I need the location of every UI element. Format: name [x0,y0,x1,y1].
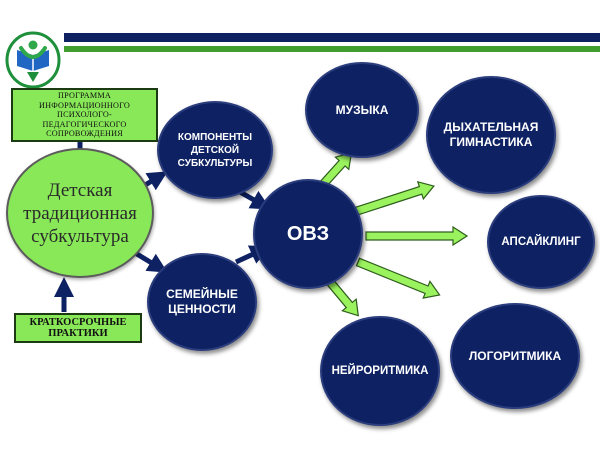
subculture-components-node: Компоненты детской субкультуры [157,101,273,199]
arrow-components-to-ovz [238,189,271,210]
arrow-ovz-to-breathing [352,180,435,217]
breathing-gymnastics-node: Дыхательная гимнастика [426,76,556,194]
arrow-ovz-to-upsy [365,225,469,247]
header-bar-green [64,46,600,52]
short-term-practices-box: Краткосрочные практики [14,313,142,343]
neurorhythmics-node: Нейроритмика [320,316,440,426]
music-node: Музыка [305,62,419,158]
header-bar-dark [64,33,600,42]
ovz-node: ОВЗ [253,179,363,289]
family-values-node: Семейные ценности [147,253,257,351]
education-logo-icon [5,31,61,88]
arrow-ovz-to-neurorhythm [326,278,359,317]
logorhythmics-node: Логоритмика [450,303,580,409]
program-support-box: Программа информационного психолого-педа… [11,88,158,142]
arrow-ovz-to-logorhythm [355,257,441,299]
upcycling-node: Апсайклинг [487,195,595,289]
traditional-subculture-node: Детская традиционная субкультура [6,148,154,278]
